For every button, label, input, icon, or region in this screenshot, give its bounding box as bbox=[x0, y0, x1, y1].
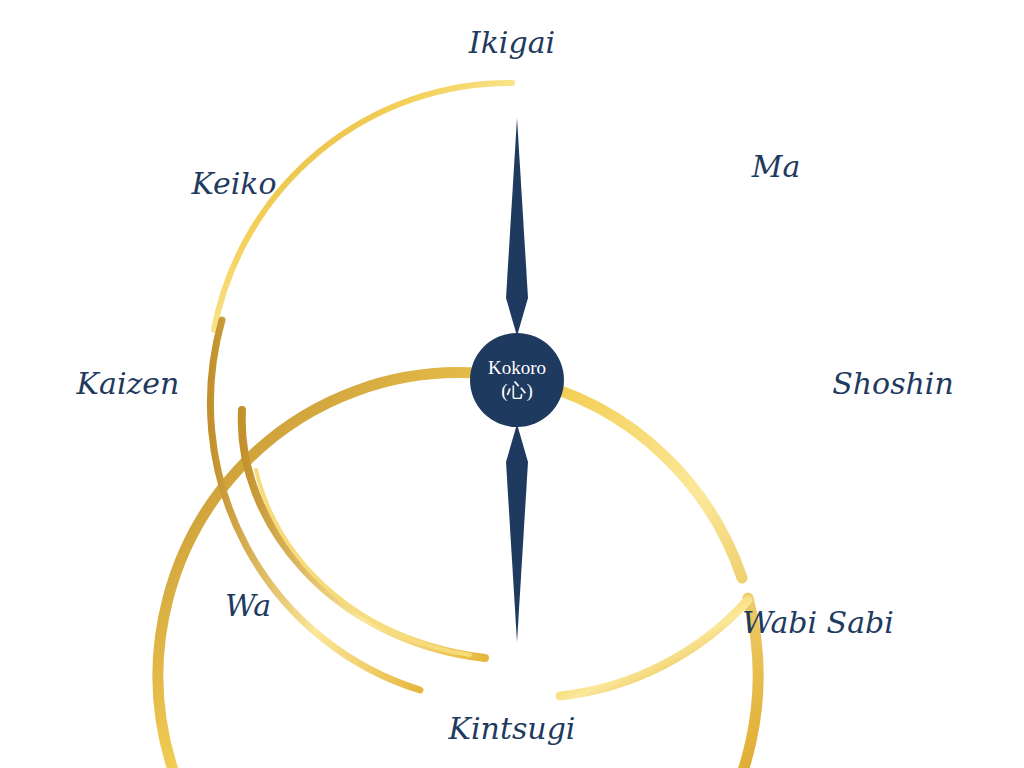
enso-stroke bbox=[214, 83, 512, 330]
circle-fill bbox=[470, 333, 564, 427]
concept-label: Ma bbox=[752, 149, 801, 184]
enso-stroke bbox=[560, 600, 748, 696]
compass-needle bbox=[506, 424, 528, 642]
enso-stroke bbox=[158, 373, 758, 768]
enso-tail bbox=[242, 410, 485, 658]
compass-needle bbox=[506, 118, 528, 336]
node-text: (心) bbox=[501, 380, 533, 403]
concept-label: Kaizen bbox=[77, 366, 180, 401]
concept-label: Keiko bbox=[191, 166, 276, 201]
center-circle: Kokoro(心) bbox=[470, 333, 564, 427]
node-text: Kokoro bbox=[488, 357, 546, 380]
concept-label: Shoshin bbox=[832, 366, 954, 401]
enso-tail bbox=[256, 470, 470, 655]
concept-label: Wa bbox=[225, 588, 271, 623]
concept-label: Kintsugi bbox=[449, 711, 576, 746]
concept-label: Ikigai bbox=[469, 25, 555, 60]
concept-label: Wabi Sabi bbox=[742, 605, 894, 640]
